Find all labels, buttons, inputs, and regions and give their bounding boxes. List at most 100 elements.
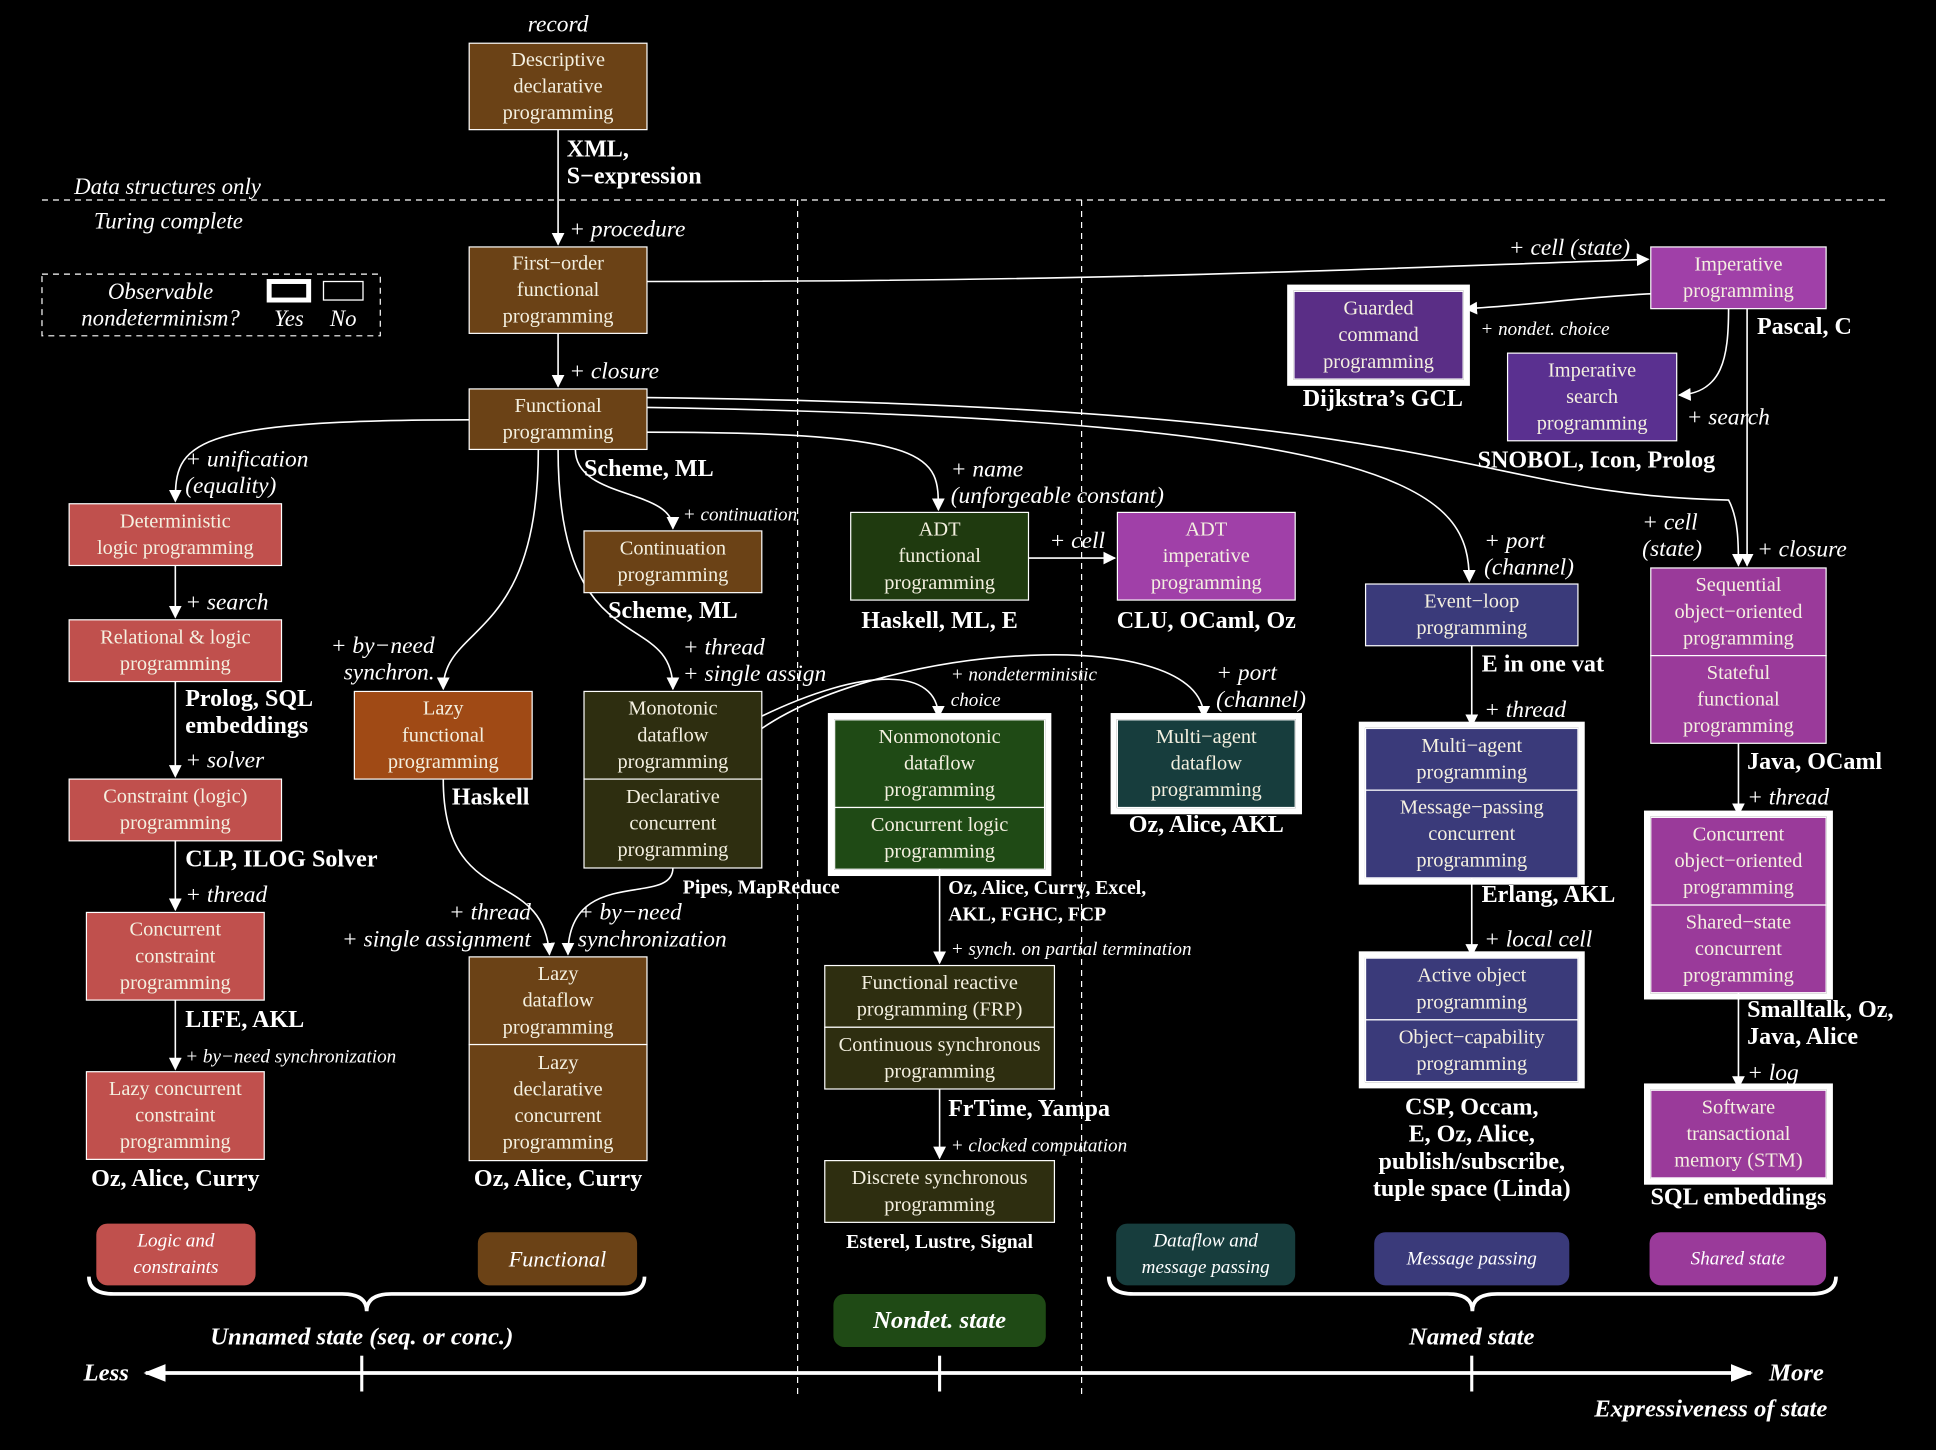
box-label-first-order: functional <box>517 279 600 301</box>
edge-functional-adt <box>646 431 945 512</box>
box-label-descriptive: Descriptive <box>511 49 605 71</box>
edge-imperative-search <box>1677 308 1730 401</box>
axis-title: Expressiveness of state <box>1593 1395 1827 1422</box>
edge-functional-event-loop <box>646 406 1476 583</box>
box-label-lazy-dataflow: programming <box>503 1016 614 1038</box>
box-label-functional: Functional <box>515 395 602 417</box>
edge-label-thread-right: + thread <box>1747 785 1829 811</box>
box-label-constraint: Constraint (logic) <box>103 786 247 808</box>
language-oz-alice-curry-excel: Oz, Alice, Curry, Excel, <box>948 877 1146 899</box>
edge-functional-sequential <box>646 396 1745 567</box>
legend-title: nondeterminism? <box>81 306 240 331</box>
category-label-message-passing-cat: Message passing <box>1406 1248 1537 1269</box>
language-oz-alice-curry-1: Oz, Alice, Curry <box>91 1166 259 1192</box>
box-label-descriptive: programming <box>503 102 614 124</box>
observable-nondeterminism-frame <box>1643 810 1833 1000</box>
legend-no: No <box>329 306 357 331</box>
category-shared-state-cat <box>1649 1232 1827 1286</box>
box-label-shared-state-concurrent: programming <box>1683 964 1794 986</box>
box-label-adt-functional: ADT <box>919 519 961 541</box>
box-label-stateful-functional: Stateful <box>1707 662 1771 684</box>
box-label-stm: transactional <box>1686 1123 1790 1145</box>
box-label-nonmonotonic-dataflow: dataflow <box>904 753 976 775</box>
box-guarded-command <box>1293 290 1464 380</box>
box-label-message-passing-concurrent: concurrent <box>1428 823 1515 845</box>
box-label-multi-agent-dataflow: programming <box>1151 779 1262 801</box>
box-label-adt-functional: programming <box>884 572 995 594</box>
box-label-event-loop: Event−loop <box>1424 591 1519 613</box>
box-label-lazy-declarative-concurrent: declarative <box>513 1078 602 1100</box>
box-label-continuous-synchronous: programming <box>884 1060 995 1082</box>
language-smalltalk: Java, Alice <box>1747 1024 1858 1050</box>
observable-nondeterminism-frame <box>1358 721 1585 885</box>
edge-label-nondet-choice: + nondet. choice <box>1480 319 1610 340</box>
box-label-continuous-synchronous: Continuous synchronous <box>839 1034 1041 1056</box>
box-concurrent-logic <box>834 806 1046 870</box>
box-label-concurrent-oo: programming <box>1683 877 1794 899</box>
edge-label-cell-mid: + cell <box>1049 528 1105 554</box>
language-scheme-ml-2: Scheme, ML <box>608 598 738 624</box>
box-label-declarative-concurrent: concurrent <box>629 813 716 835</box>
edge-label-closure-right: + closure <box>1757 536 1847 562</box>
box-label-concurrent-oo: Concurrent <box>1693 824 1785 846</box>
box-lazy-declarative-concurrent <box>468 1043 648 1162</box>
box-label-sequential-oo: object−oriented <box>1674 601 1802 623</box>
box-label-imperative-search: Imperative <box>1548 359 1636 381</box>
box-constraint <box>68 778 283 842</box>
category-label-nondet-state: Nondet. state <box>872 1307 1006 1334</box>
box-label-shared-state-concurrent: Shared−state <box>1686 911 1791 933</box>
language-frtime: FrTime, Yampa <box>948 1096 1110 1122</box>
language-esterel: Esterel, Lustre, Signal <box>846 1231 1033 1253</box>
box-label-stm: memory (STM) <box>1674 1150 1802 1172</box>
box-imperative <box>1650 246 1827 310</box>
edge-functional-continuation <box>574 449 680 530</box>
box-label-event-loop: programming <box>1416 617 1527 639</box>
legend-box <box>41 273 381 337</box>
category-message-passing-cat <box>1374 1232 1570 1286</box>
box-label-relational-logic: Relational & logic <box>100 626 250 648</box>
box-label-concurrent-logic: Concurrent logic <box>871 814 1008 836</box>
box-label-sequential-oo: Sequential <box>1695 574 1781 596</box>
edge-label-name: + name <box>951 456 1023 482</box>
box-multi-agent <box>1364 727 1579 791</box>
edge-label-port-channel-mid: (channel) <box>1216 687 1306 713</box>
box-deterministic-logic <box>68 503 283 567</box>
edge-functional-lazy <box>436 449 540 691</box>
language-oz-alice-curry-excel: AKL, FGHC, FCP <box>948 904 1106 926</box>
box-first-order <box>468 246 648 334</box>
box-label-lazy-concurrent-constraint: constraint <box>135 1105 216 1127</box>
box-functional <box>468 388 648 451</box>
edge-label-thread-mid-right: + thread <box>1484 697 1566 723</box>
language-clp-ilog: CLP, ILOG Solver <box>185 846 378 872</box>
observable-nondeterminism-frame <box>1287 284 1470 386</box>
box-descriptive <box>468 42 648 131</box>
box-label-multi-agent-dataflow: dataflow <box>1171 753 1243 775</box>
edge-label-by-need-synchronization: synchronization <box>578 926 727 952</box>
language-java-ocaml: Java, OCaml <box>1747 749 1882 775</box>
edge-label-port-channel-right: + port <box>1484 528 1545 554</box>
box-discrete-synchronous <box>824 1160 1056 1223</box>
box-label-multi-agent: Multi−agent <box>1421 735 1522 757</box>
box-label-monotonic-dataflow: dataflow <box>637 724 709 746</box>
box-label-concurrent-constraint: constraint <box>135 945 216 967</box>
box-label-concurrent-constraint: Concurrent <box>130 919 222 941</box>
box-label-active-object: Active object <box>1417 965 1526 987</box>
box-label-stm: Software <box>1702 1097 1776 1119</box>
box-label-message-passing-concurrent: Message−passing <box>1400 796 1544 818</box>
edge-label-thread-single-assign: + single assign <box>683 661 826 687</box>
edge-functional-monotonic <box>557 449 680 691</box>
box-label-lazy-declarative-concurrent: Lazy <box>538 1052 580 1074</box>
box-label-discrete-synchronous: programming <box>884 1194 995 1216</box>
box-stateful-functional <box>1650 655 1827 744</box>
observable-nondeterminism-frame <box>1358 951 1585 1089</box>
language-dijkstra: Dijkstra’s GCL <box>1303 386 1463 412</box>
box-stm <box>1650 1089 1827 1179</box>
box-label-object-capability: programming <box>1416 1053 1527 1075</box>
edge-label-solver: + solver <box>185 748 265 774</box>
language-csp: E, Oz, Alice, <box>1409 1122 1535 1148</box>
box-label-adt-imperative: ADT <box>1185 519 1227 541</box>
language-pascal-c: Pascal, C <box>1757 314 1852 340</box>
box-label-imperative: programming <box>1683 280 1794 302</box>
edge-label-continuation-lbl: + continuation <box>683 504 797 525</box>
box-label-concurrent-constraint: programming <box>120 972 231 994</box>
